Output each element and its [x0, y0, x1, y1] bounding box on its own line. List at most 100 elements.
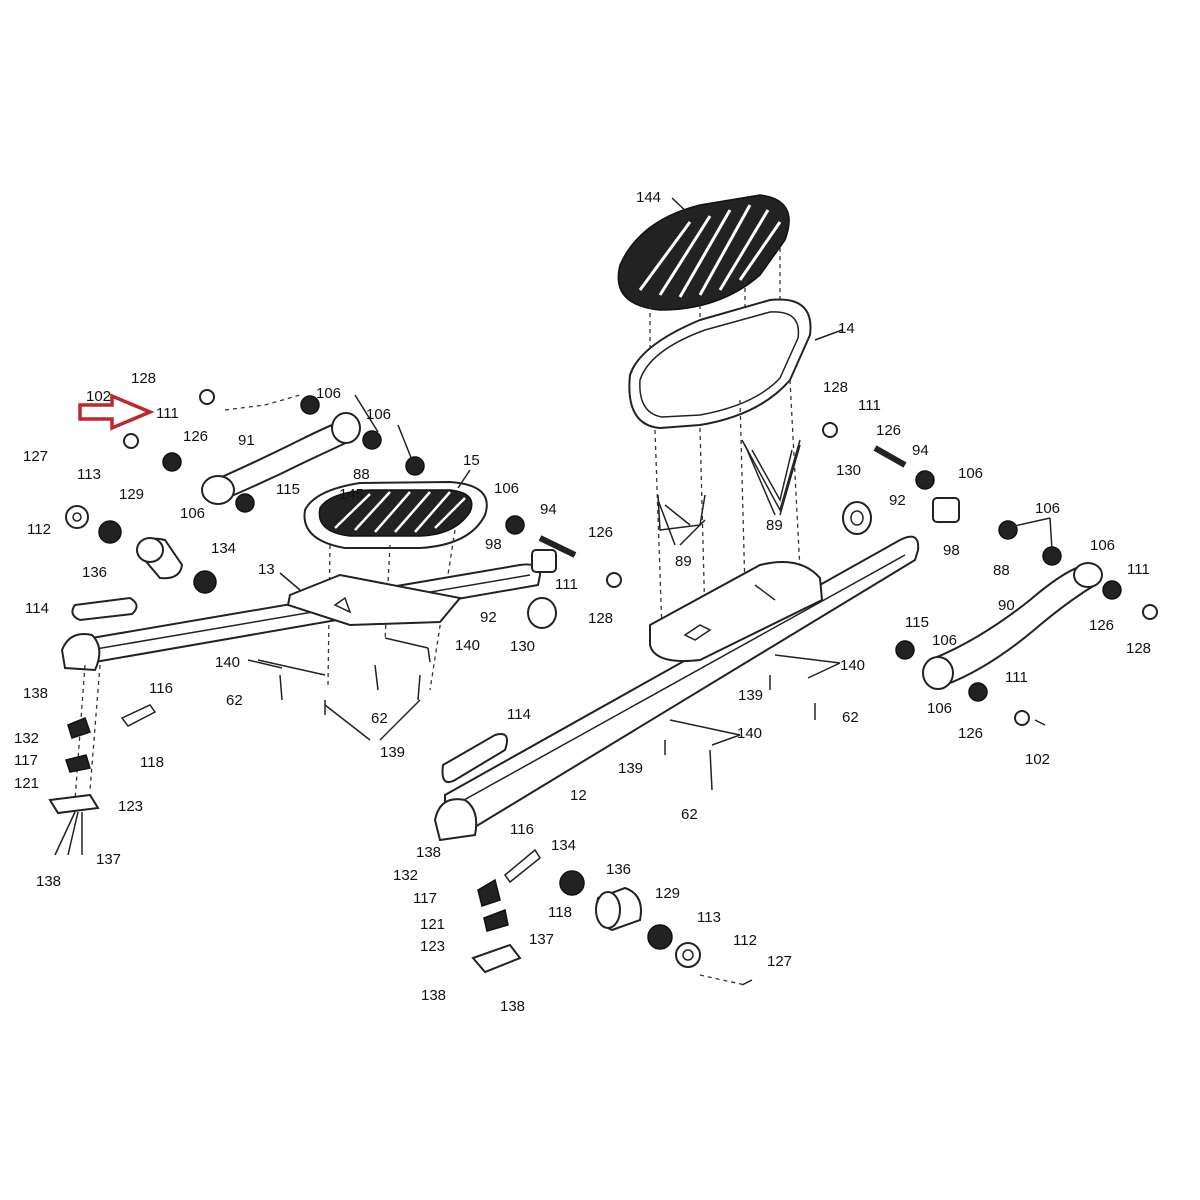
callout-132a: 132 [393, 867, 418, 884]
callout-129b: 129 [119, 486, 144, 503]
callout-88b: 88 [353, 466, 370, 483]
bearing-set-left [123, 389, 525, 535]
callout-106b: 106 [1035, 500, 1060, 517]
callout-123b: 123 [118, 798, 143, 815]
small-parts-left-front [48, 664, 157, 856]
callout-134b: 134 [211, 540, 236, 557]
callout-62d: 62 [371, 710, 388, 727]
small-parts-right-front [471, 848, 541, 974]
callout-140b: 140 [737, 725, 762, 742]
callout-140a: 140 [840, 657, 865, 674]
callout-117b: 117 [14, 752, 38, 769]
callout-116b: 116 [149, 680, 173, 697]
callout-139a: 139 [738, 687, 763, 704]
callout-114b: 114 [25, 600, 49, 617]
arm-91 [201, 412, 361, 505]
callout-134a: 134 [551, 837, 576, 854]
callout-137b: 137 [96, 851, 121, 868]
wheel-92-right [842, 501, 872, 535]
roller-assembly-left [65, 505, 217, 594]
callout-128d: 128 [588, 610, 613, 627]
screws-left [279, 664, 421, 715]
callout-123a: 123 [420, 938, 445, 955]
callout-111a: 111 [858, 397, 881, 414]
callout-91: 91 [238, 432, 255, 449]
callout-128c: 128 [131, 370, 156, 387]
callout-111b: 111 [1127, 561, 1150, 578]
callout-115a: 115 [905, 614, 929, 631]
callout-115b: 115 [276, 481, 300, 498]
callout-106f: 106 [316, 385, 341, 402]
callout-106d: 106 [932, 632, 957, 649]
pedal-frame-14 [628, 298, 812, 430]
callout-62a: 62 [842, 709, 859, 726]
callout-118b: 118 [140, 754, 164, 771]
callout-62b: 62 [681, 806, 698, 823]
callout-126c: 126 [958, 725, 983, 742]
callout-106h: 106 [180, 505, 205, 522]
callout-89b: 89 [766, 517, 783, 534]
callout-15: 15 [463, 452, 480, 469]
callout-90: 90 [998, 597, 1015, 614]
bracket-89-left [657, 494, 706, 531]
callout-138c: 138 [500, 998, 525, 1015]
callout-111c: 111 [1005, 669, 1028, 686]
callout-12: 12 [570, 787, 587, 804]
callout-113a: 113 [697, 909, 721, 926]
pedal-pad-144 [617, 194, 790, 311]
callout-136a: 136 [606, 861, 631, 878]
callout-88a: 88 [993, 562, 1010, 579]
callout-126b: 126 [1089, 617, 1114, 634]
callout-113b: 113 [77, 466, 101, 483]
callout-126a: 126 [876, 422, 901, 439]
highlight-arrow [78, 393, 155, 431]
bearing-set-right [822, 422, 1158, 726]
block-98-left [531, 549, 557, 573]
roller-assembly-right [559, 870, 701, 968]
callout-62c: 62 [226, 692, 243, 709]
callout-111e: 111 [555, 576, 578, 593]
callout-102a: 102 [1025, 751, 1050, 768]
callout-127a: 127 [767, 953, 792, 970]
bumper-114-left [71, 596, 138, 622]
callout-130a: 130 [836, 462, 861, 479]
wheel-92-left [527, 597, 557, 629]
callout-102b: 102 [86, 388, 111, 405]
callout-117a: 117 [413, 890, 437, 907]
callout-118a: 118 [548, 904, 572, 921]
callout-138d: 138 [23, 685, 48, 702]
callout-145: 145 [339, 486, 364, 503]
callout-106c: 106 [1090, 537, 1115, 554]
bracket-89-right [741, 439, 801, 512]
callout-129a: 129 [655, 885, 680, 902]
callout-92b: 92 [480, 609, 497, 626]
callout-94a: 94 [912, 442, 929, 459]
block-98-right [932, 497, 960, 523]
callout-111d: 111 [156, 405, 179, 422]
arm-90 [922, 562, 1103, 690]
callout-140d: 140 [455, 637, 480, 654]
callout-128b: 128 [1126, 640, 1151, 657]
callout-92a: 92 [889, 492, 906, 509]
rail-13 [60, 563, 542, 672]
callout-138b: 138 [421, 987, 446, 1004]
callout-13: 13 [258, 561, 275, 578]
callout-126d: 126 [183, 428, 208, 445]
screws-right [664, 675, 1046, 986]
pedal-pad-145 [303, 480, 488, 549]
callout-128a: 128 [823, 379, 848, 396]
callout-14: 14 [838, 320, 855, 337]
callout-116a: 116 [510, 821, 534, 838]
callout-112a: 112 [733, 932, 757, 949]
callout-138e: 138 [36, 873, 61, 890]
callout-144: 144 [636, 189, 661, 206]
callout-130b: 130 [510, 638, 535, 655]
leader-lines [247, 197, 1053, 746]
callout-106g: 106 [366, 406, 391, 423]
callout-98b: 98 [485, 536, 502, 553]
callout-137a: 137 [529, 931, 554, 948]
callout-139b: 139 [618, 760, 643, 777]
callout-121b: 121 [14, 775, 39, 792]
callout-126e: 126 [588, 524, 613, 541]
